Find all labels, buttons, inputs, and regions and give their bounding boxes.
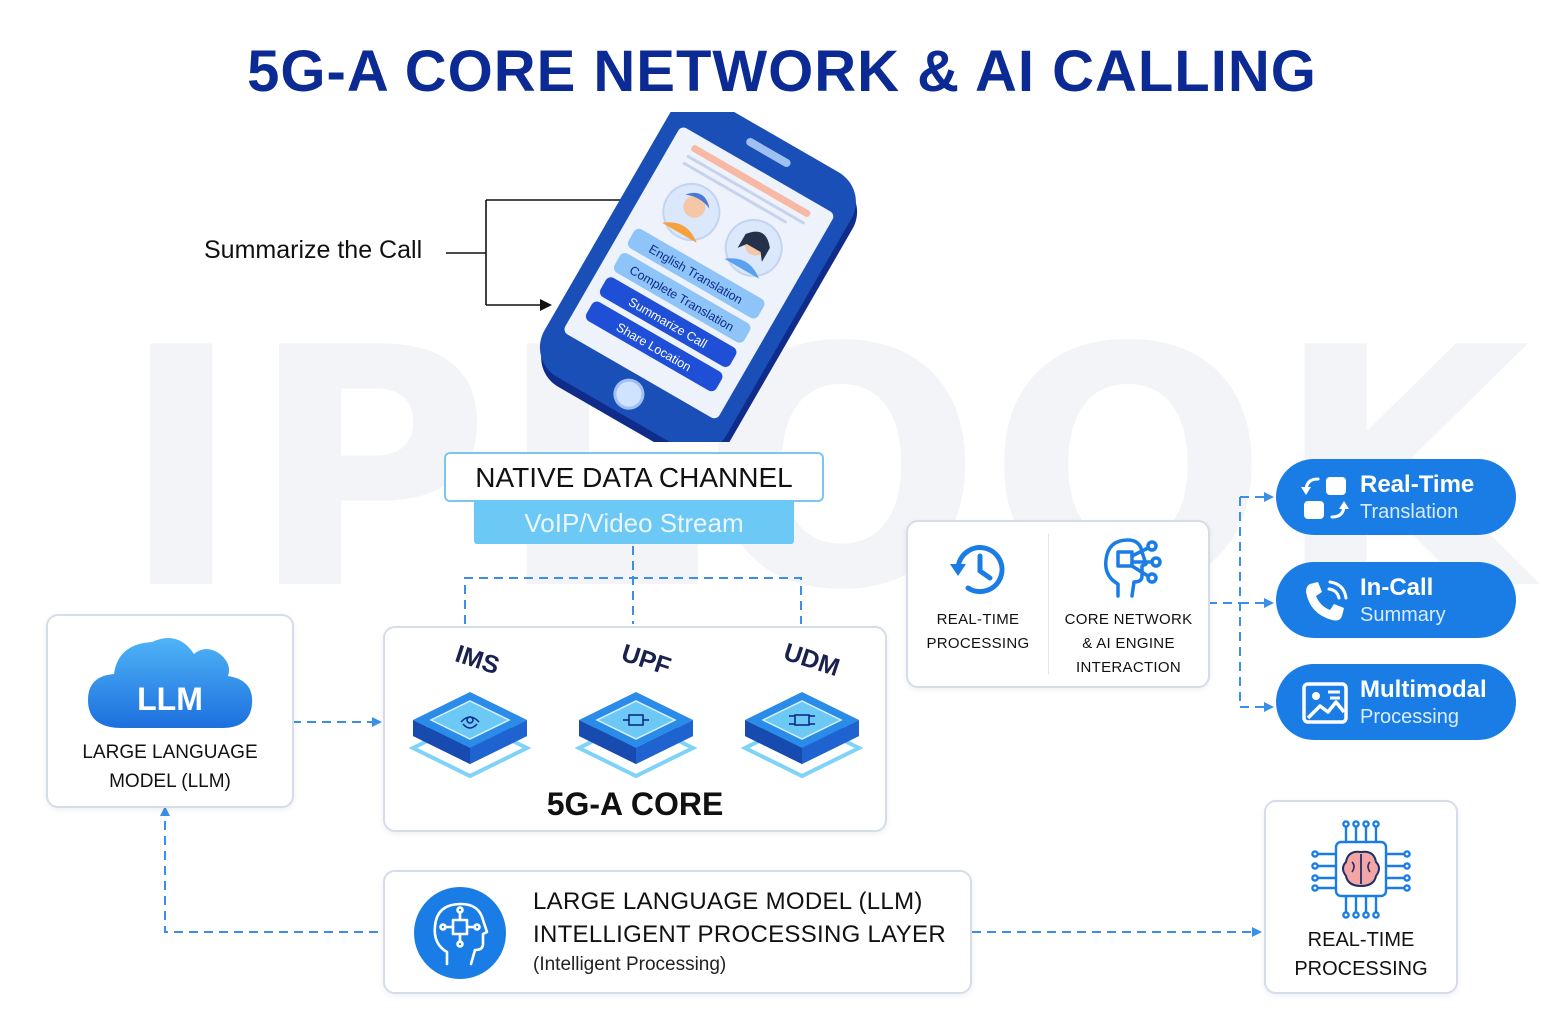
clock-history-icon <box>950 545 1005 595</box>
5g-a-core-title: 5G-A CORE <box>546 786 724 822</box>
service-pill-in-call-summary: In-Call Summary <box>1276 562 1516 638</box>
translate-icon <box>1301 477 1349 519</box>
phone-call-icon <box>1306 580 1348 621</box>
llm-layer-line3: (Intelligent Processing) <box>533 954 727 975</box>
ai-head-icon <box>1104 538 1162 598</box>
service-pill-real-time-translation: Real-Time Translation <box>1276 459 1516 535</box>
summarize-call-annotation: Summarize the Call <box>204 236 423 264</box>
realtime-caption: REAL-TIME PROCESSING <box>1266 926 1456 984</box>
proc-right-line1: CORE NETWORK <box>1064 611 1193 628</box>
ims-chip-icon <box>408 692 532 779</box>
llm-icon-label: LLM <box>137 681 203 717</box>
core-bracket-connector <box>464 577 802 624</box>
udm-chip-icon <box>740 692 864 779</box>
realtime-line2: PROCESSING <box>1294 958 1428 980</box>
llm-caption-line1: LARGE LANGUAGE <box>82 742 258 763</box>
processing-divider <box>1048 534 1049 674</box>
proc-left-line2: PROCESSING <box>926 635 1030 652</box>
llm-layer-line1: LARGE LANGUAGE MODEL (LLM) <box>533 888 923 915</box>
smartphone-illustration: English Translation Complete Translation… <box>539 112 858 442</box>
layer-to-llm-arrow <box>160 806 378 933</box>
brain-chip-icon <box>1311 820 1411 919</box>
ai-brain-head-icon <box>414 887 506 979</box>
udm-label: UDM <box>780 637 844 683</box>
native-data-channel-box: NATIVE DATA CHANNEL <box>444 452 824 502</box>
summarize-bracket <box>446 194 644 311</box>
page-title: 5G-A CORE NETWORK & AI CALLING <box>247 39 1317 104</box>
upf-label: UPF <box>618 638 675 682</box>
service-subtitle-3: Processing <box>1360 706 1459 728</box>
service-pill-multimodal-processing: Multimodal Processing <box>1276 664 1516 740</box>
realtime-processing-caption: REAL-TIME PROCESSING <box>908 608 1048 656</box>
proc-right-line2: & AI ENGINE <box>1082 635 1175 652</box>
llm-layer-line2: INTELLIGENT PROCESSING LAYER <box>533 921 946 948</box>
service-title-3: Multimodal <box>1360 676 1487 703</box>
image-icon <box>1302 682 1348 724</box>
realtime-line1: REAL-TIME <box>1307 929 1415 951</box>
service-title-2: In-Call <box>1360 574 1434 601</box>
cloud-icon: LLM <box>88 638 253 728</box>
proc-right-line3: INTERACTION <box>1076 659 1181 676</box>
ims-label: IMS <box>451 639 503 681</box>
service-title-1: Real-Time <box>1360 471 1475 498</box>
service-subtitle-1: Translation <box>1360 501 1459 523</box>
5g-a-core-card: IMS UPF UDM 5G-A CORE <box>383 626 887 832</box>
proc-left-line1: REAL-TIME <box>936 611 1020 628</box>
llm-processing-layer-card: LARGE LANGUAGE MODEL (LLM) INTELLIGENT P… <box>383 870 972 994</box>
llm-card: LLM LARGE LANGUAGE MODEL (LLM) <box>46 614 294 808</box>
voip-video-stream-box: VoIP/Video Stream <box>474 500 794 544</box>
core-ai-interaction-caption: CORE NETWORK & AI ENGINE INTERACTION <box>1049 608 1208 680</box>
service-subtitle-2: Summary <box>1360 604 1446 626</box>
llm-caption-line2: MODEL (LLM) <box>109 771 231 792</box>
llm-caption: LARGE LANGUAGE MODEL (LLM) <box>48 738 292 796</box>
realtime-processing-card: REAL-TIME PROCESSING <box>1264 800 1458 994</box>
processing-card: REAL-TIME PROCESSING CORE NETWORK & AI E… <box>906 520 1210 688</box>
upf-chip-icon <box>574 692 698 779</box>
